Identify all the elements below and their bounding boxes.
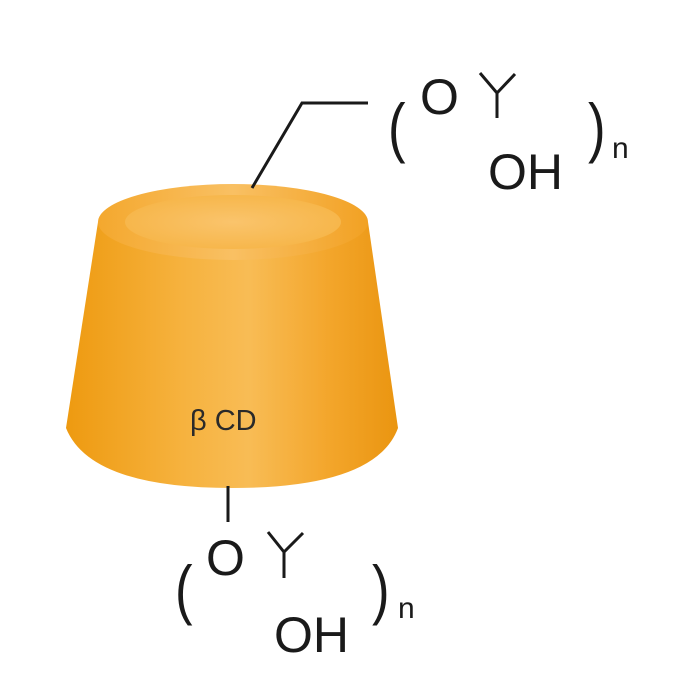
top-close-paren: ) xyxy=(588,90,606,164)
cyclodextrin-cone: β CD xyxy=(66,184,398,488)
cone-cavity xyxy=(125,195,341,249)
top-oxygen: O xyxy=(420,69,459,125)
bottom-close-paren: ) xyxy=(372,552,390,626)
top-substituent: ( O OH ) n xyxy=(250,69,629,200)
bottom-oxygen: O xyxy=(206,530,245,586)
bottom-substituent: ( O OH ) n xyxy=(175,486,415,663)
top-subscript-n: n xyxy=(612,132,629,165)
bottom-open-paren: ( xyxy=(175,552,193,626)
top-open-paren: ( xyxy=(388,90,406,164)
bottom-hydroxyl: OH xyxy=(274,607,349,663)
top-chain-bonds xyxy=(478,72,517,118)
bottom-chain-bonds xyxy=(266,531,305,578)
top-hydroxyl: OH xyxy=(488,144,563,200)
cyclodextrin-label: β CD xyxy=(190,405,257,437)
top-linker-bond xyxy=(250,101,368,189)
bottom-subscript-n: n xyxy=(398,592,415,625)
cone-body xyxy=(66,222,398,488)
